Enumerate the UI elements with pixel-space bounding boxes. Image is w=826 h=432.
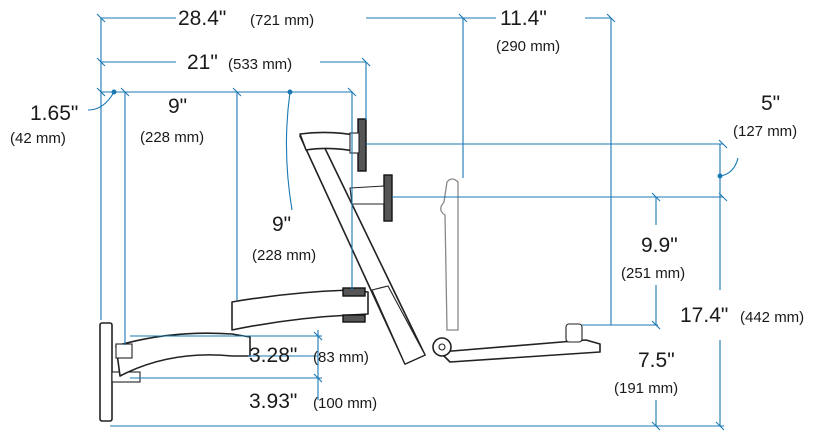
keyboard-to-monitor-metric: (251 mm) [621, 265, 685, 282]
overall-height-metric: (442 mm) [740, 309, 804, 326]
tray-pivot-inner [438, 343, 446, 351]
overall-width-value: 28.4" [178, 7, 226, 30]
monitor-range-metric: (127 mm) [733, 123, 797, 140]
keyboard-to-monitor-value: 9.9" [641, 234, 678, 257]
arm-segment-top-value: 9" [168, 95, 187, 118]
keyboard-height-value: 7.5" [638, 349, 675, 372]
upper-right-metric: (290 mm) [496, 38, 560, 55]
mast-clamp-lower [342, 314, 366, 323]
arm-segment-mid-metric: (228 mm) [252, 247, 316, 264]
lower-monitor-bracket [349, 185, 385, 205]
upper-arm-link [231, 289, 369, 331]
arm-gap-upper-value: 3.28" [249, 344, 297, 367]
arm-gap-upper-metric: (83 mm) [313, 349, 369, 366]
mast-clamp-upper [342, 287, 366, 297]
mast-lower-sleeve [371, 285, 426, 365]
upper-right-value: 11.4" [500, 7, 547, 30]
dimension-lines [87, 13, 739, 431]
monitor-range-value: 5" [761, 92, 780, 115]
arm-segment-mid-value: 9" [272, 213, 291, 236]
overall-height-value: 17.4" [680, 304, 728, 327]
overall-width-metric: (721 mm) [250, 12, 314, 29]
arm-reach-value: 21" [187, 51, 218, 74]
dimension-labels: 28.4" (721 mm) 11.4" (290 mm) 21" (533 m… [10, 7, 804, 413]
arm-reach-metric: (533 mm) [228, 56, 292, 73]
wall-plate [99, 322, 113, 422]
lower-arm-link [115, 332, 251, 377]
keyboard-height-metric: (191 mm) [614, 380, 678, 397]
keyboard-tray [439, 339, 601, 363]
upper-monitor-bracket [349, 132, 360, 154]
wall-offset-metric: (42 mm) [10, 130, 66, 147]
monitor-outline [440, 178, 459, 331]
keyboard-tray-stop [565, 323, 583, 343]
wall-offset-value: 1.65" [30, 102, 78, 125]
arm-gap-lower-value: 3.93" [249, 390, 297, 413]
lower-arm-pivot [115, 343, 133, 359]
arm-gap-lower-metric: (100 mm) [313, 395, 377, 412]
workstation-drawing [99, 118, 601, 422]
lower-monitor-plate [383, 174, 393, 222]
arm-segment-top-metric: (228 mm) [140, 129, 204, 146]
